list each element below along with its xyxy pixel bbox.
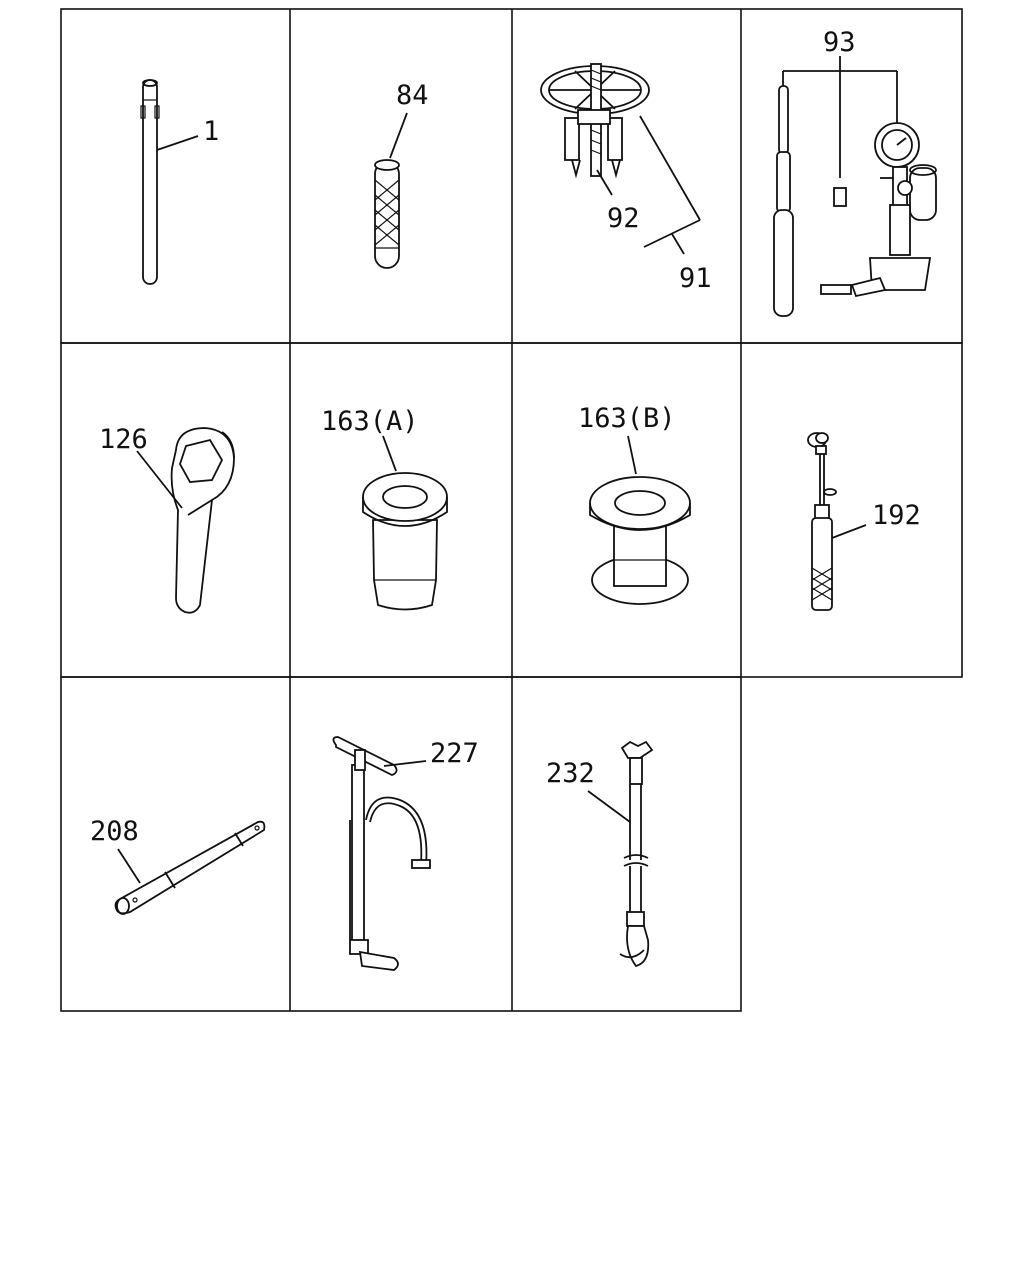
part-label-1: 1 bbox=[203, 116, 219, 147]
part-label-227: 227 bbox=[430, 738, 479, 769]
part-208-bar-illustration bbox=[114, 820, 266, 915]
part-227-pump-illustration bbox=[332, 736, 431, 971]
part-label-126: 126 bbox=[99, 424, 148, 455]
part-192-probe-illustration bbox=[807, 432, 867, 611]
part-label-163b: 163(B) bbox=[578, 403, 676, 434]
part-126-wrench-illustration bbox=[136, 427, 235, 614]
part-label-84: 84 bbox=[396, 80, 429, 111]
part-label-192: 192 bbox=[872, 500, 921, 531]
part-label-208: 208 bbox=[90, 816, 139, 847]
part-label-163a: 163(A) bbox=[321, 406, 419, 437]
part-163b-spool-illustration bbox=[589, 435, 691, 605]
part-84-sleeve-illustration bbox=[374, 112, 408, 269]
part-1-rod-illustration bbox=[140, 79, 199, 285]
part-label-232: 232 bbox=[546, 758, 595, 789]
part-label-92: 92 bbox=[607, 203, 640, 234]
part-label-93: 93 bbox=[823, 27, 856, 58]
part-label-91: 91 bbox=[679, 263, 712, 294]
part-232-valve-tool-illustration bbox=[587, 740, 654, 968]
part-91-92-puller-illustration bbox=[540, 63, 701, 255]
part-93-tester-illustration bbox=[773, 56, 937, 317]
diagram-grid bbox=[60, 8, 963, 1012]
part-163a-bushing-illustration bbox=[362, 435, 448, 611]
